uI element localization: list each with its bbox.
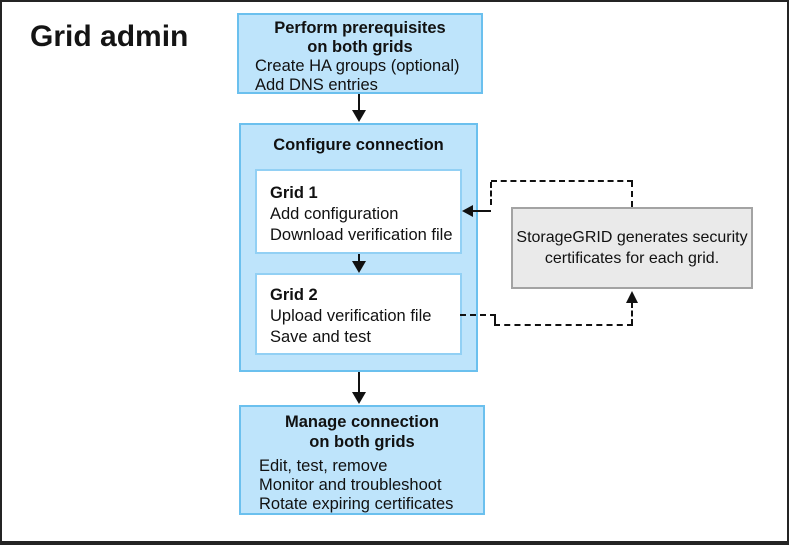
grid2-item: Upload verification file	[270, 307, 432, 325]
prerequisites-title-line1: Perform prerequisites	[274, 19, 446, 37]
diagram-title: Grid admin	[30, 20, 189, 53]
grid1-title: Grid 1	[270, 184, 318, 202]
grid1-item: Download verification file	[270, 226, 453, 244]
flow-arrow-3-stem	[358, 372, 360, 393]
manage-item: Edit, test, remove	[259, 457, 388, 475]
dashed-connector-bottom-segment	[460, 314, 496, 316]
arrow-down-icon	[352, 110, 366, 122]
callout-box: StorageGRID generates security certifica…	[511, 207, 753, 289]
callout-line2: certificates for each grid.	[544, 250, 720, 267]
dashed-connector-bottom-segment	[494, 324, 633, 326]
prerequisites-box: Perform prerequisites on both grids Crea…	[237, 13, 483, 94]
callout-line1: StorageGRID generates security	[516, 229, 748, 246]
manage-connection-box: Manage connection on both grids Edit, te…	[239, 405, 485, 515]
dashed-connector-top-segment	[472, 210, 491, 212]
arrow-up-icon	[626, 291, 638, 303]
manage-title-line1: Manage connection	[284, 413, 440, 431]
grid2-title: Grid 2	[270, 286, 318, 304]
dashed-connector-top-segment	[631, 181, 633, 207]
manage-item: Rotate expiring certificates	[259, 495, 454, 513]
prerequisites-item: Create HA groups (optional)	[255, 57, 460, 75]
dashed-connector-top-segment	[491, 180, 633, 182]
arrow-left-icon	[462, 205, 473, 217]
flow-arrow-2-stem	[358, 254, 360, 262]
manage-title-line2: on both grids	[309, 433, 415, 451]
arrow-down-icon	[352, 392, 366, 404]
grid2-item: Save and test	[270, 328, 371, 346]
manage-item: Monitor and troubleshoot	[259, 476, 442, 494]
dashed-connector-bottom-segment	[631, 302, 633, 325]
grid1-item: Add configuration	[270, 205, 399, 223]
flow-arrow-1-stem	[358, 94, 360, 111]
arrow-down-icon	[352, 261, 366, 273]
prerequisites-item: Add DNS entries	[255, 76, 378, 94]
prerequisites-title-line2: on both grids	[307, 38, 413, 56]
dashed-connector-bottom-segment	[494, 315, 496, 326]
grid2-box: Grid 2 Upload verification file Save and…	[255, 273, 462, 355]
dashed-connector-top-segment	[490, 182, 492, 205]
configure-title: Configure connection	[273, 136, 444, 154]
grid1-box: Grid 1 Add configuration Download verifi…	[255, 169, 462, 254]
